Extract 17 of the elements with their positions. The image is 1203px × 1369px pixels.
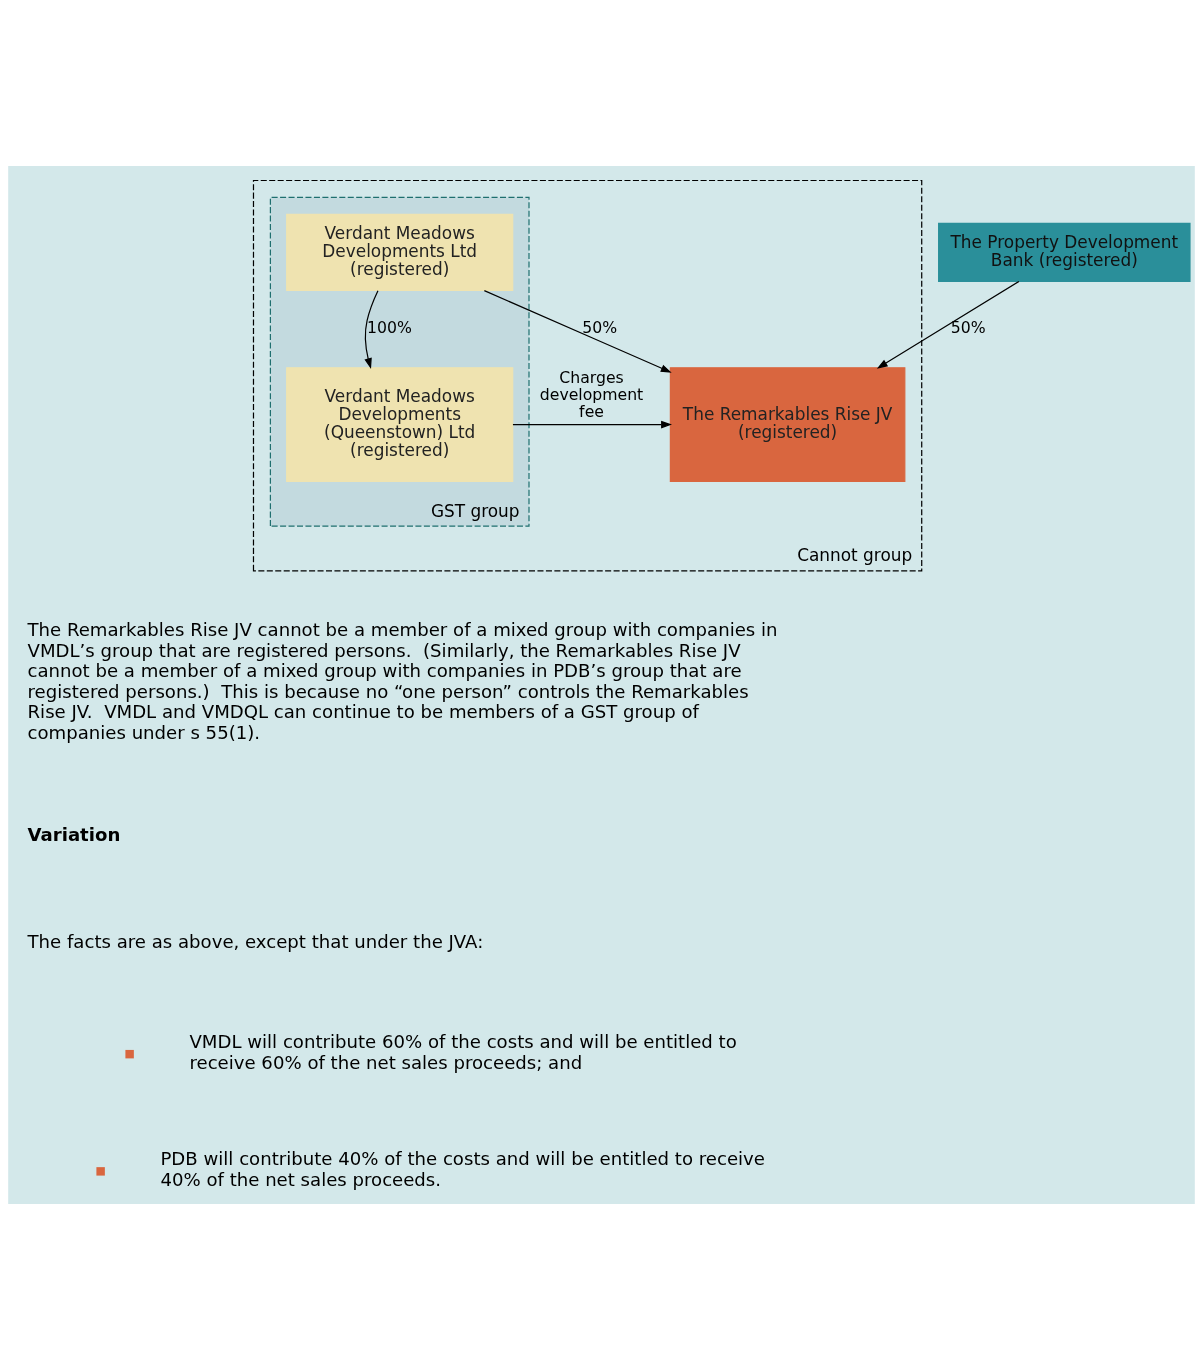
- edge-label: 50%: [582, 317, 618, 337]
- label: The Remarkables Rise JV cannot be a member of a mixed group with companies in VMDL’s group that are registered persons. (Similarly, the Remarkables Rise JV cannot be a member of a mixed group with companies in PDB’s group that are registered persons.) This is because no “one person” controls the Remarkables Rise JV. VMDL and VMDQL can continue to be members of a GST group of companies under s 55(1).: [27, 618, 778, 743]
- label: PDB will contribute 40% of the costs and will be entitled to receive 40% of the net sales proceeds.: [160, 1147, 765, 1190]
- label: The facts are as above, except that under the JVA:: [27, 930, 484, 952]
- node-box: The Remarkables Rise JV (registered): [669, 366, 906, 482]
- arrow: [512, 420, 672, 428]
- edge-label: 100%: [367, 317, 412, 337]
- arrow: [483, 289, 672, 373]
- node-box: Verdant Meadows Developments (Queenstown) Ltd (registered): [286, 366, 514, 482]
- edge-label: Charges development fee: [539, 367, 644, 421]
- label: VMDL will contribute 60% of the costs and will be entitled to receive 60% of the net sales proceeds; and: [189, 1030, 737, 1073]
- label: Variation: [27, 823, 121, 845]
- arrow: [876, 280, 1020, 369]
- node-box: The Property Development Bank (registered): [938, 222, 1191, 282]
- arrow: [364, 289, 379, 369]
- node-box: Verdant Meadows Developments Ltd (registered): [286, 213, 514, 291]
- edge-label: 50%: [950, 317, 986, 337]
